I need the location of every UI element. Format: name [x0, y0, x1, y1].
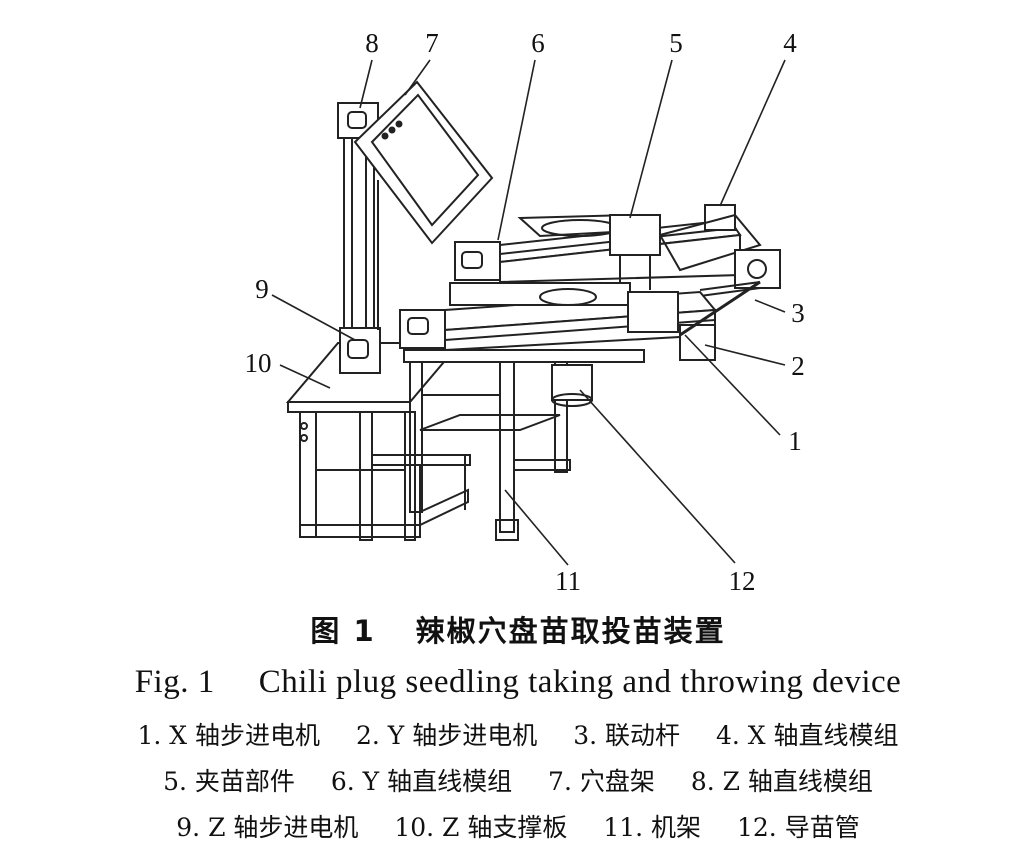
callout-1: 1 — [788, 426, 802, 456]
leader-lines — [271, 59, 786, 566]
legend-line-1: 1. X 轴步进电机 2. Y 轴步进电机 3. 联动杆 4. X 轴直线模组 — [0, 716, 1036, 752]
caption-en-prefix: Fig. 1 — [134, 664, 215, 700]
caption-english: Fig. 1 Chili plug seedling taking and thr… — [0, 664, 1036, 701]
caption-cn-title: 辣椒穴盘苗取投苗装置 — [415, 614, 726, 648]
tray-rack — [353, 80, 494, 245]
callout-3: 3 — [791, 298, 805, 328]
callout-5: 5 — [669, 28, 683, 58]
legend-line-2: 5. 夹苗部件 6. Y 轴直线模组 7. 穴盘架 8. Z 轴直线模组 — [0, 762, 1036, 798]
legend-item: 12. 导苗管 — [737, 813, 860, 842]
legend-item: 8. Z 轴直线模组 — [690, 767, 873, 796]
x-linear-module — [658, 204, 781, 297]
legend-item: 11. 机架 — [603, 813, 702, 842]
front-rail — [399, 280, 761, 361]
legend-item: 1. X 轴步进电机 — [137, 721, 321, 750]
legend-item: 7. 穴盘架 — [548, 767, 655, 796]
callout-9: 9 — [255, 274, 269, 304]
legend-item: 6. Y 轴直线模组 — [330, 767, 513, 796]
main-frame — [403, 349, 645, 541]
callout-10: 10 — [245, 348, 272, 378]
callout-6: 6 — [531, 28, 545, 58]
callout-11: 11 — [555, 566, 581, 596]
callout-7: 7 — [425, 28, 439, 58]
legend-item: 3. 联动杆 — [573, 721, 681, 750]
callout-2: 2 — [791, 351, 805, 381]
legend-line-3: 9. Z 轴步进电机 10. Z 轴支撑板 11. 机架 12. 导苗管 — [0, 808, 1036, 844]
caption-en-title: Chili plug seedling taking and throwing … — [258, 664, 902, 700]
legend-item: 5. 夹苗部件 — [163, 767, 295, 796]
callout-12: 12 — [729, 566, 756, 596]
legend-item: 9. Z 轴步进电机 — [176, 813, 359, 842]
callout-8: 8 — [365, 28, 379, 58]
legend-item: 2. Y 轴步进电机 — [355, 721, 538, 750]
legend-item: 4. X 轴直线模组 — [715, 721, 899, 750]
device-drawing: 8 7 6 5 4 3 2 1 9 10 11 12 — [245, 28, 805, 596]
callout-4: 4 — [783, 28, 797, 58]
caption-cn-prefix: 图 1 — [310, 614, 376, 648]
seedling-clamp — [517, 213, 661, 290]
caption-chinese: 图 1 辣椒穴盘苗取投苗装置 — [0, 608, 1036, 650]
legend-item: 10. Z 轴支撑板 — [394, 813, 568, 842]
